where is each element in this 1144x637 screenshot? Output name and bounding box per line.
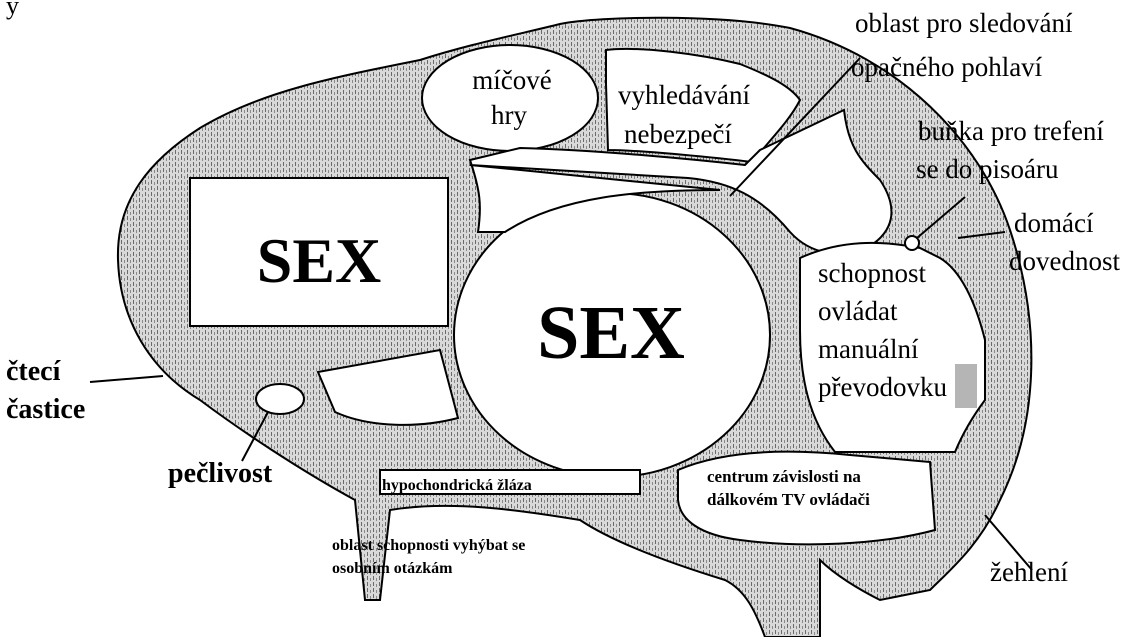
tv-remote-label-line2: dálkovém TV ovládači	[707, 490, 870, 509]
ball-games-label-line2: hry	[491, 100, 527, 130]
reading-particles-leader	[90, 376, 163, 382]
reading-particles-label-line2: častice	[6, 394, 85, 425]
domestic-skill-label-line2: dovednost	[1009, 246, 1120, 276]
sex-rectangle-label: SEX	[257, 225, 382, 296]
gray-patch	[955, 364, 977, 408]
domestic-skill-label-line1: domácí	[1014, 208, 1094, 238]
reading-particles-label-line1: čtecí	[6, 356, 62, 387]
manual-gearbox-label-line2: ovládat	[818, 296, 898, 326]
urinal-cell-marker	[905, 236, 919, 250]
ball-games-region	[422, 45, 598, 151]
manual-gearbox-label-line3: manuální	[818, 334, 919, 364]
avoid-questions-label-line2: osobním otázkám	[332, 560, 453, 577]
manual-gearbox-label-line1: schopnost	[818, 258, 926, 288]
urinal-cell-label-line2: se do pisoáru	[916, 154, 1059, 184]
carefulness-region	[256, 384, 304, 414]
manual-gearbox-label-line4: převodovku	[818, 372, 947, 402]
sex-ellipse-label: SEX	[537, 291, 685, 375]
tv-remote-label-line1: centrum závislosti na	[707, 467, 861, 486]
ironing-label: žehlení	[990, 557, 1068, 587]
danger-search-label-line2: nebezpečí	[624, 119, 732, 149]
urinal-cell-label-line1: buňka pro trefení	[918, 116, 1104, 146]
danger-search-label-line1: vyhledávání	[618, 80, 750, 110]
top-partial-text: y	[6, 0, 19, 20]
opposite-sex-label-line2: opačného pohlaví	[851, 52, 1043, 82]
hypochondriac-gland-label: hypochondrická žláza	[382, 477, 532, 494]
avoid-questions-label-line1: oblast schopnosti vyhýbat se	[332, 537, 525, 554]
carefulness-label: pečlivost	[168, 458, 273, 489]
ball-games-label-line1: míčové	[472, 65, 551, 95]
opposite-sex-label-line1: oblast pro sledování	[855, 8, 1073, 38]
